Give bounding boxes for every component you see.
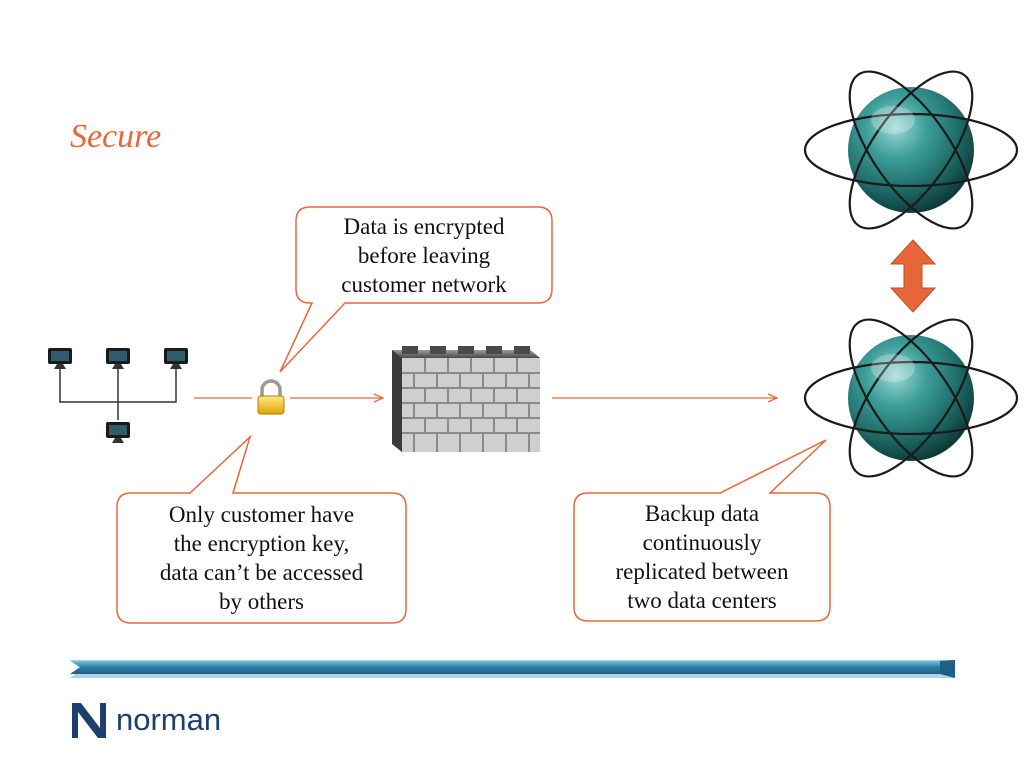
footer-bar <box>70 660 955 678</box>
norman-logo-n-icon <box>72 703 106 738</box>
computer-icon <box>106 348 130 369</box>
callout-box-backup <box>573 439 831 622</box>
globe-icon <box>803 70 1019 230</box>
padlock-icon <box>257 379 285 415</box>
callout-text-backup: Backup data continuously replicated betw… <box>615 501 789 613</box>
computer-icon <box>48 348 72 369</box>
slide-title: Secure <box>70 118 162 155</box>
firewall-icon <box>392 346 540 452</box>
computer-network <box>48 348 188 443</box>
callout-box-encrypted <box>279 206 553 373</box>
double-arrow-icon <box>889 239 937 313</box>
computer-icon <box>106 422 130 443</box>
norman-logo-text: norman <box>116 702 222 737</box>
computer-icon <box>164 348 188 369</box>
callout-text-key: Only customer have the encryption key, d… <box>159 502 364 614</box>
callout-text-encrypted: Data is encrypted before leaving custome… <box>341 213 507 297</box>
network-tree-lines <box>59 368 177 420</box>
callout-box-key <box>116 434 407 624</box>
globe-icon <box>803 318 1019 478</box>
